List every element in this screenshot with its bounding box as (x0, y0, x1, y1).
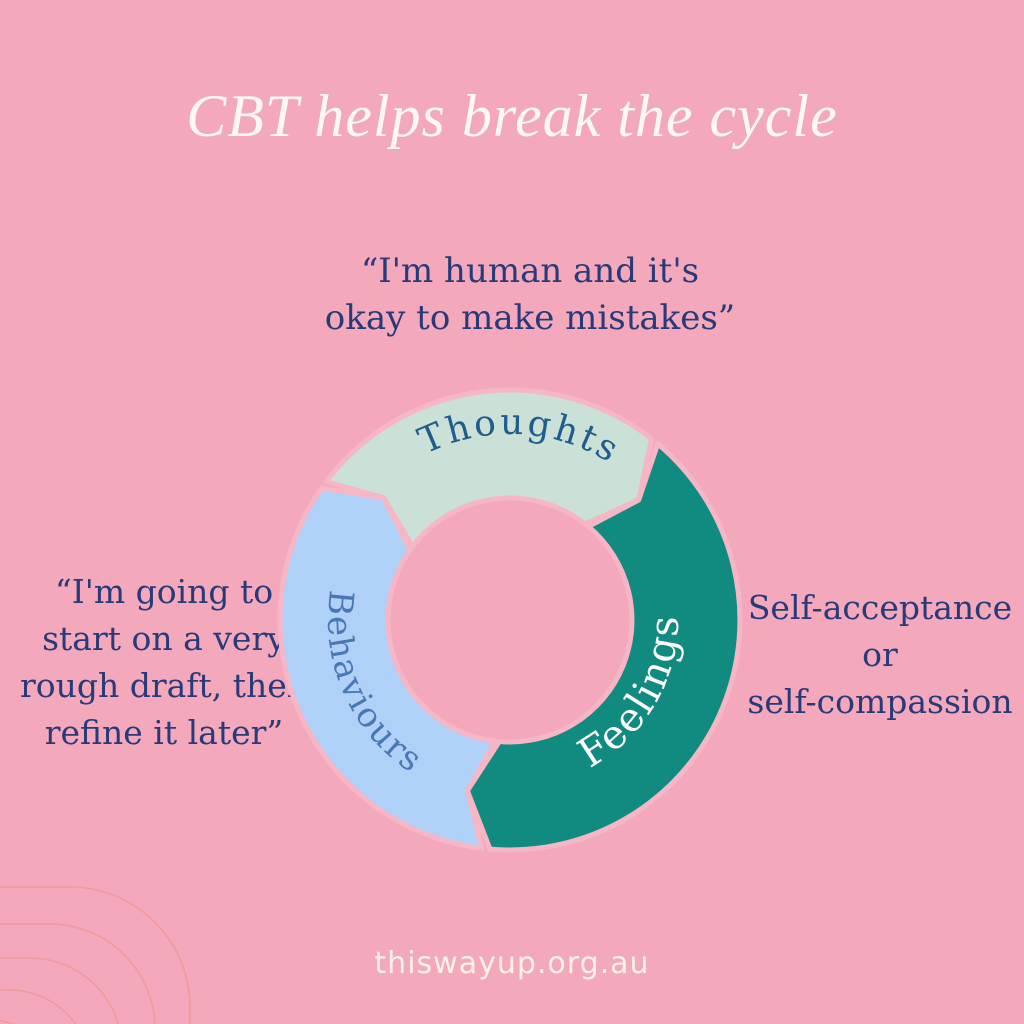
quote-line: start on a very (42, 619, 286, 658)
note-line: Self-acceptance (747, 588, 1013, 627)
feelings-note: Self-acceptance or self-compassion (742, 584, 1018, 725)
page-title: CBT helps break the cycle (186, 83, 838, 149)
website-text: thiswayup.org.au (374, 946, 650, 981)
behaviours-quote: “I'm going to start on a very rough draf… (18, 568, 310, 756)
thoughts-quote: “I'm human and it's okay to make mistake… (250, 248, 810, 342)
quote-line: rough draft, then (19, 666, 309, 705)
note-line: or (862, 635, 898, 674)
quote-line: “I'm going to (54, 572, 274, 611)
cycle-diagram: Thoughts Feelings Behaviours (277, 387, 743, 853)
quote-line: okay to make mistakes” (324, 298, 736, 338)
behaviours-segment (277, 485, 498, 851)
feelings-segment (464, 441, 743, 853)
quote-line: “I'm human and it's (360, 251, 700, 291)
quote-line: refine it later” (44, 713, 284, 752)
corner-decoration (0, 886, 191, 1024)
note-line: self-compassion (747, 682, 1013, 721)
thoughts-segment (323, 387, 655, 550)
